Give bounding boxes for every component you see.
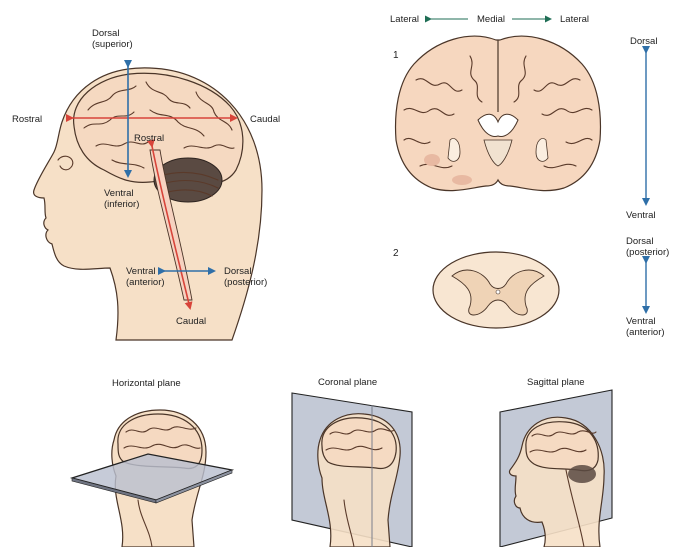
dorsal-top-label: Dorsal [630, 36, 657, 47]
dorsal-posterior-right-label: Dorsal (posterior) [626, 236, 669, 258]
caudal-bottom-label: Caudal [176, 316, 206, 327]
coronal-plane-label: Coronal plane [318, 377, 377, 388]
dorsal-superior-label: Dorsal (superior) [92, 28, 133, 50]
panel-1-number: 1 [393, 50, 399, 61]
coronal-plane-panel: Coronal plane [292, 377, 412, 547]
spinal-cord-section-icon [433, 252, 559, 328]
sagittal-plane-panel: Sagittal plane [500, 377, 612, 547]
horizontal-plane-panel: Horizontal plane [72, 378, 232, 547]
ventral-inferior-label: Ventral (inferior) [104, 188, 139, 210]
horizontal-plane-sheet [72, 454, 232, 500]
ventral-mid-label: Ventral [626, 210, 656, 221]
panel-2-number: 2 [393, 248, 399, 259]
rostral-label: Rostral [12, 114, 42, 125]
lateral-right-label: Lateral [560, 14, 589, 25]
caudal-label: Caudal [250, 114, 280, 125]
sagittal-head-panel: Dorsal (superior) Rostral Caudal Rostral… [12, 28, 280, 340]
section-views-panel: Lateral Medial Lateral 1 2 [390, 14, 669, 338]
medial-label: Medial [477, 14, 505, 25]
brain-coronal-section-icon [396, 36, 601, 190]
rostral-inner-label: Rostral [134, 133, 164, 144]
lateral-left-label: Lateral [390, 14, 419, 25]
ventral-anterior-right-label: Ventral (anterior) [626, 316, 665, 338]
dorsal-posterior-label: Dorsal (posterior) [224, 266, 267, 288]
horizontal-plane-label: Horizontal plane [112, 378, 181, 389]
sagittal-plane-label: Sagittal plane [527, 377, 585, 388]
